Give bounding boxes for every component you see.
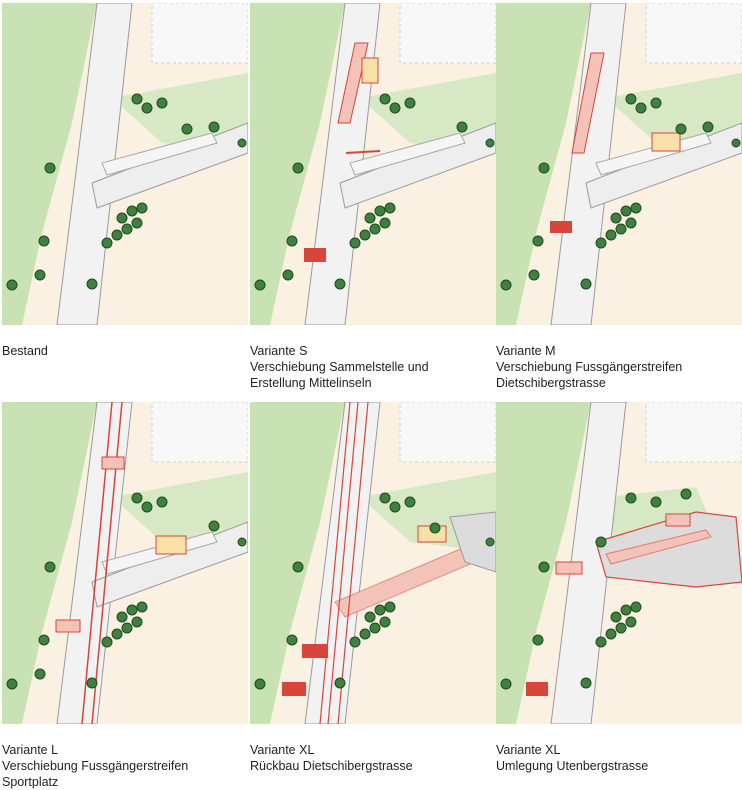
caption-variante-xl-umlegung: Variante XL Umlegung Utenbergstrasse: [496, 742, 742, 774]
caption-variante-m: Variante M Verschiebung Fussgängerstreif…: [496, 343, 742, 391]
caption-desc-1: Umlegung Utenbergstrasse: [496, 759, 649, 773]
map-variante-s: [250, 3, 496, 325]
caption-desc-1: Verschiebung Fussgängerstreifen: [2, 759, 189, 773]
plan-bestand: [2, 3, 248, 325]
plan-variante-xl-umlegung: [496, 402, 742, 724]
caption-desc-1: Rückbau Dietschibergstrasse: [250, 759, 413, 773]
plan-variante-xl-rueckbau: [250, 402, 496, 724]
caption-desc-1: Verschiebung Fussgängerstreifen: [496, 360, 683, 374]
caption-title: Bestand: [2, 344, 48, 358]
caption-title: Variante XL: [496, 743, 561, 757]
caption-desc-1: Verschiebung Sammelstelle und: [250, 360, 429, 374]
map-bestand: [2, 3, 248, 325]
map-variante-xl-rueckbau: [250, 402, 496, 724]
caption-variante-xl-rueckbau: Variante XL Rückbau Dietschibergstrasse: [250, 742, 496, 774]
plan-variante-s: [250, 3, 496, 325]
caption-bestand: Bestand: [2, 343, 248, 359]
plan-variante-l: [2, 402, 248, 724]
caption-variante-s: Variante S Verschiebung Sammelstelle und…: [250, 343, 496, 391]
caption-title: Variante L: [2, 743, 59, 757]
plan-variante-m: [496, 3, 742, 325]
map-variante-xl-umlegung: [496, 402, 742, 724]
caption-desc-2: Erstellung Mittelinseln: [250, 376, 372, 390]
caption-desc-2: Sportplatz: [2, 775, 59, 789]
map-variante-m: [496, 3, 742, 325]
caption-title: Variante S: [250, 344, 308, 358]
caption-variante-l: Variante L Verschiebung Fussgängerstreif…: [2, 742, 248, 790]
map-variante-l: [2, 402, 248, 724]
caption-title: Variante M: [496, 344, 556, 358]
caption-title: Variante XL: [250, 743, 315, 757]
caption-desc-2: Dietschibergstrasse: [496, 376, 606, 390]
